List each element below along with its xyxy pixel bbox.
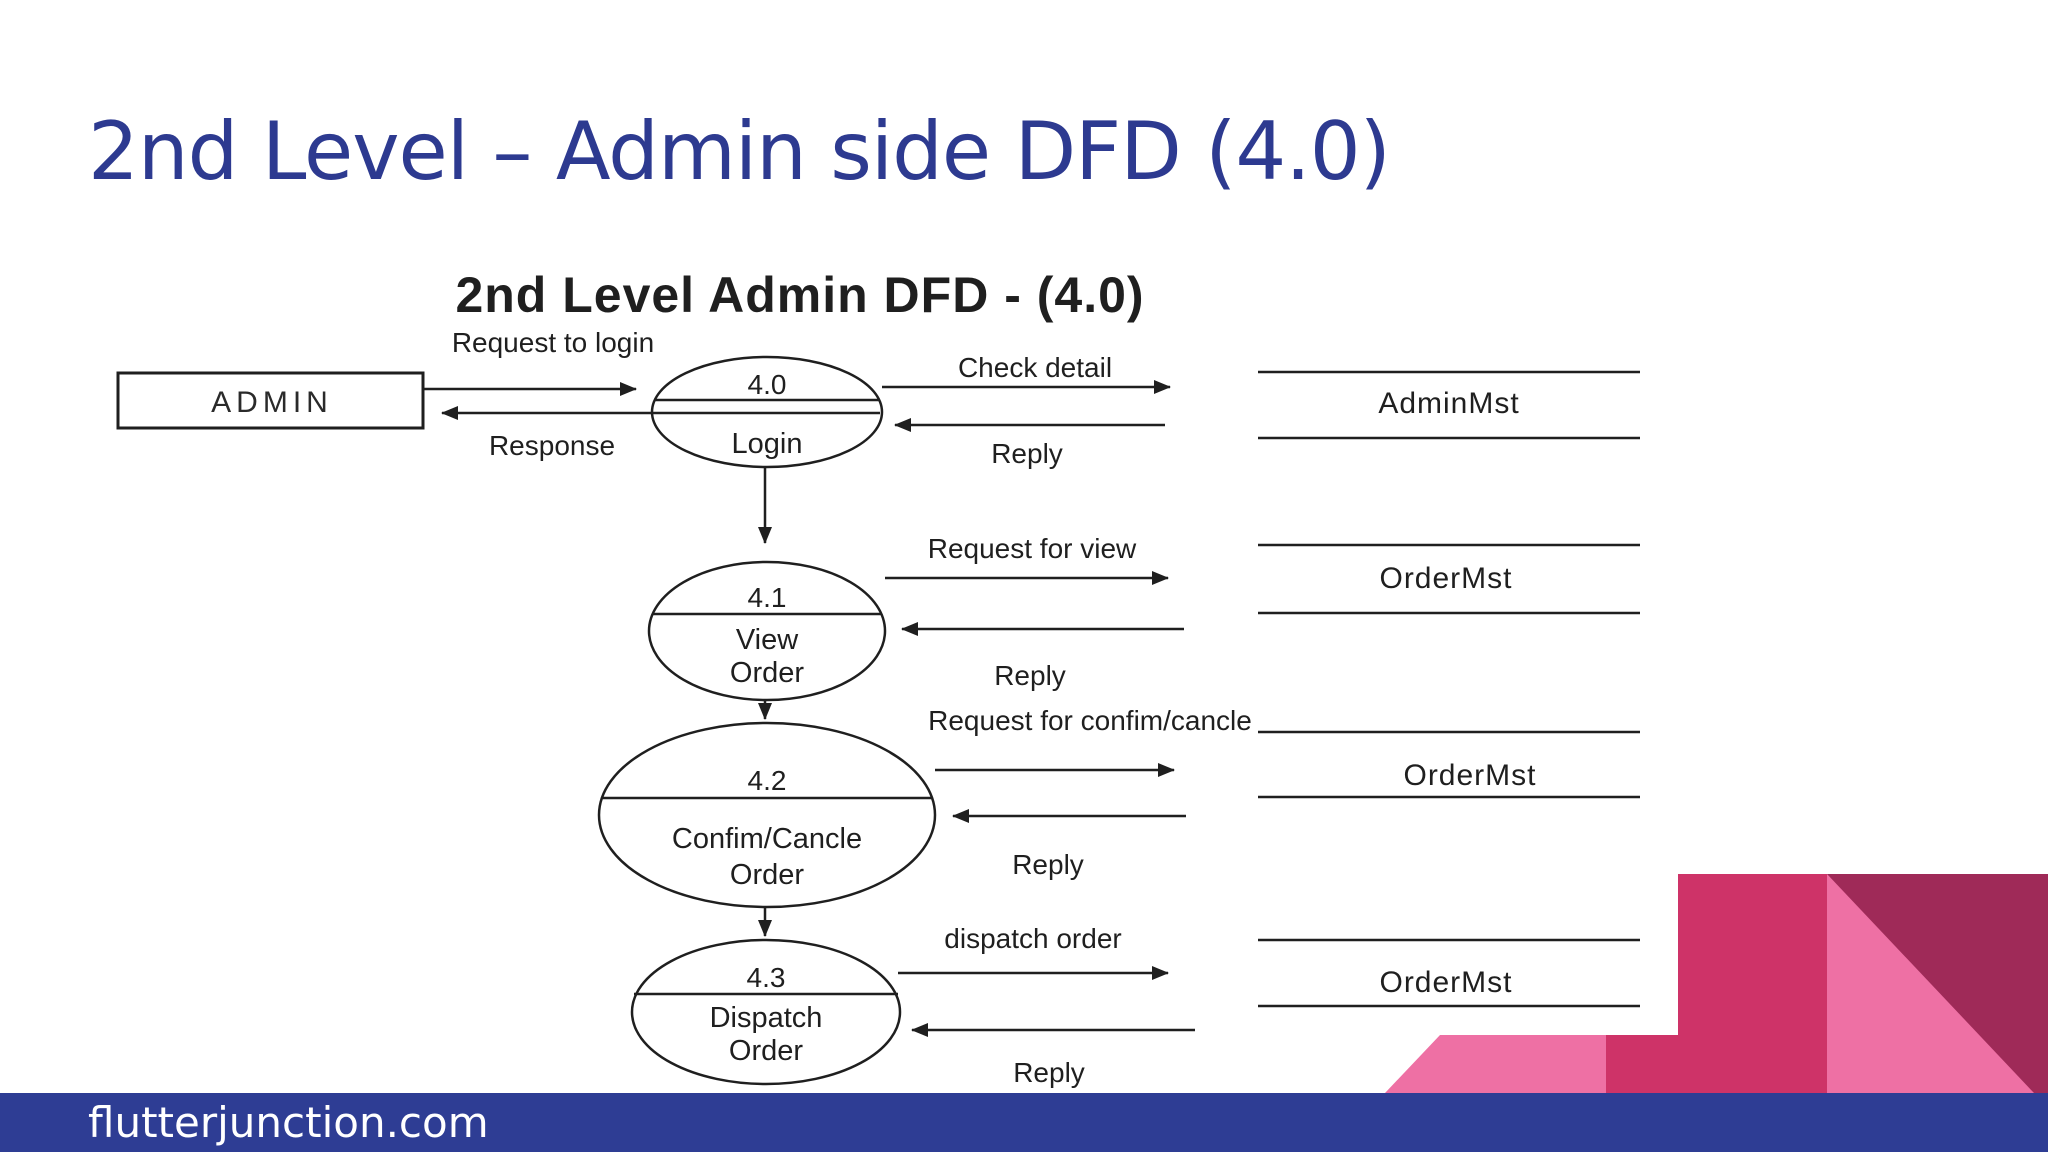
decoration-crimson-column xyxy=(1678,874,1827,1093)
decoration-pink-triangle xyxy=(1827,874,2034,1093)
process-confirm-cancel-name1: Confim/Cancle xyxy=(672,823,862,855)
entity-admin-label: ADMIN xyxy=(211,386,333,419)
process-confirm-cancel-number: 4.2 xyxy=(748,765,787,796)
flow-reply-confirm-label: Reply xyxy=(1012,849,1084,880)
process-view-order-number: 4.1 xyxy=(748,582,787,613)
data-store-adminmst: AdminMst xyxy=(1258,370,1640,440)
process-view-order-name2: Order xyxy=(730,657,804,689)
data-store-ordermst-3-label: OrderMst xyxy=(1379,966,1512,999)
footer-bar: flutterjunction.com xyxy=(0,1093,2048,1152)
process-dispatch-name1: Dispatch xyxy=(710,1002,823,1034)
footer-link: flutterjunction.com xyxy=(88,1097,489,1147)
process-confirm-cancel-name2: Order xyxy=(730,859,804,891)
process-login-number: 4.0 xyxy=(748,369,787,400)
process-view-order: 4.1 View Order xyxy=(647,560,887,702)
data-store-ordermst-1: OrderMst xyxy=(1258,543,1640,615)
page-title: 2nd Level – Admin side DFD (4.0) xyxy=(88,105,1391,198)
corner-decoration xyxy=(1385,874,2048,1093)
flow-reply-view-label: Reply xyxy=(994,660,1066,691)
decoration-crimson-block xyxy=(1606,1035,1678,1093)
decoration-pink-trapezoid xyxy=(1385,1035,1606,1093)
flow-reply-dispatch-label: Reply xyxy=(1013,1057,1085,1088)
flow-reply-login-label: Reply xyxy=(991,438,1063,469)
data-store-ordermst-2-label: OrderMst xyxy=(1403,759,1536,792)
process-view-order-ellipse xyxy=(647,560,887,702)
process-view-order-name1: View xyxy=(736,624,799,656)
data-store-adminmst-label: AdminMst xyxy=(1378,387,1519,420)
process-login-name: Login xyxy=(732,428,803,460)
process-login: 4.0 Login xyxy=(650,355,884,469)
entity-admin-box xyxy=(116,371,425,430)
data-store-ordermst-2: OrderMst xyxy=(1258,730,1640,799)
process-dispatch-ellipse xyxy=(630,938,902,1086)
flow-dispatch-order-label: dispatch order xyxy=(944,923,1121,954)
data-store-ordermst-3: OrderMst xyxy=(1258,938,1640,1008)
process-dispatch-order: 4.3 Dispatch Order xyxy=(630,938,902,1086)
flow-response-label: Response xyxy=(489,430,615,461)
entity-admin: ADMIN xyxy=(116,371,425,430)
data-store-ordermst-1-label: OrderMst xyxy=(1379,562,1512,595)
flow-check-detail-label: Check detail xyxy=(958,352,1112,383)
flow-request-confirm-label: Request for confim/cancle xyxy=(928,705,1252,736)
process-dispatch-number: 4.3 xyxy=(747,962,786,993)
process-confirm-cancel-ellipse xyxy=(597,721,937,909)
process-confirm-cancel-order: 4.2 Confim/Cancle Order xyxy=(597,721,937,909)
diagram-heading: 2nd Level Admin DFD - (4.0) xyxy=(455,267,1144,323)
process-dispatch-name2: Order xyxy=(729,1035,803,1067)
flow-request-for-view-label: Request for view xyxy=(928,533,1137,564)
flow-request-to-login-label: Request to login xyxy=(452,327,654,358)
